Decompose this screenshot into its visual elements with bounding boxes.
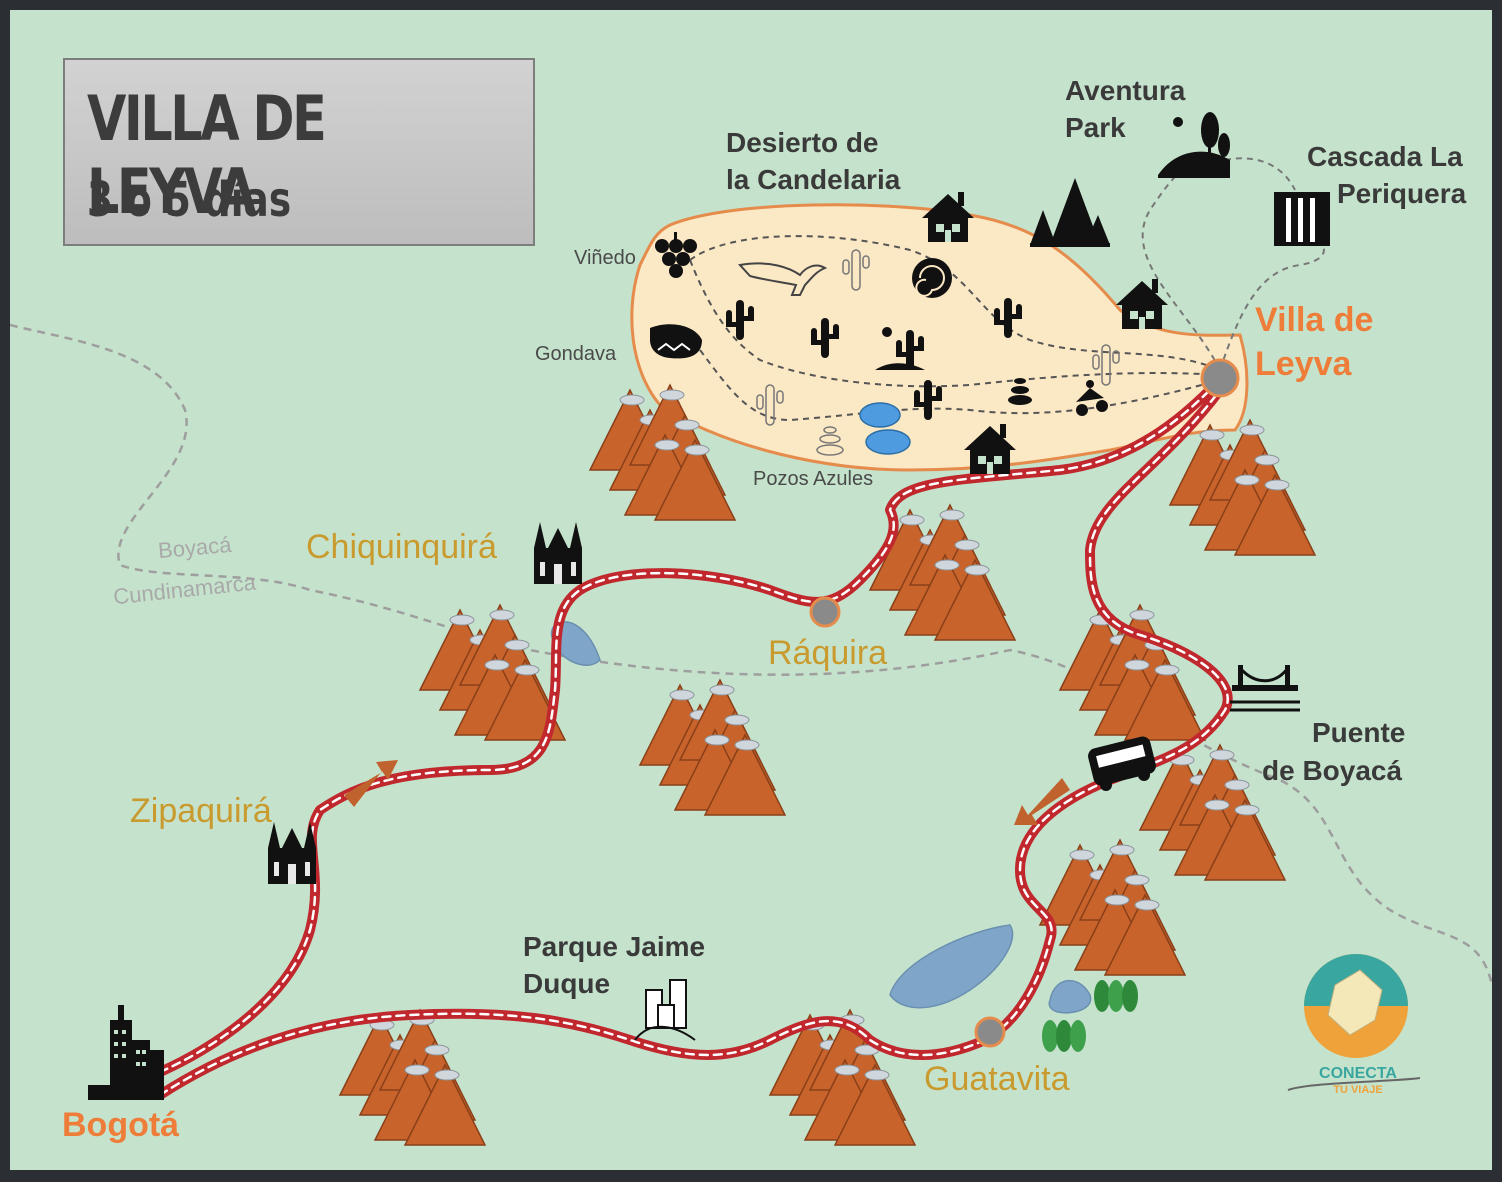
city-label-line: Villa de	[1255, 301, 1374, 339]
city-label-bogota: Bogotá	[62, 1106, 180, 1144]
waterfall-icon	[1274, 192, 1330, 246]
grapes-icon	[655, 232, 697, 278]
poi-label-line: Periquera	[1337, 178, 1467, 210]
map-graphics	[10, 112, 1492, 1170]
conecta-logo	[1287, 954, 1421, 1091]
page-subtitle: 3 o 5 días	[87, 172, 292, 228]
poi-label-parque-jaime-duque: Parque Jaime Duque	[523, 932, 705, 999]
dinosaur-icon	[650, 324, 702, 359]
poi-label-line: Desierto de	[726, 127, 879, 158]
cabin-icon	[922, 192, 974, 242]
stones-icon	[816, 426, 844, 456]
poi-label-line: Aventura	[1065, 75, 1186, 106]
poi-label-line: Puente	[1312, 717, 1406, 748]
poi-label-aventura-park: Aventura Park	[1065, 76, 1185, 143]
city-label-villa-de-leyva: Villa de Leyva	[1255, 301, 1374, 383]
city-skyline-icon	[88, 1005, 164, 1100]
poi-label-line: Parque Jaime	[523, 931, 706, 962]
poi-label-desierto-candelaria: Desierto de la Candelaria	[726, 128, 900, 195]
poi-label-line: la Candelaria	[726, 164, 901, 196]
poi-label-line: Duque	[523, 968, 611, 1000]
cabin-icon	[1116, 279, 1168, 329]
poi-label-line: Cascada La	[1307, 141, 1463, 172]
direction-arrow-icon	[1014, 778, 1070, 825]
atv-icon	[1076, 380, 1108, 416]
page-title: VILLA DE LEYVA	[87, 82, 327, 228]
stones-icon	[1008, 378, 1032, 405]
pine-trees-icon	[1042, 980, 1138, 1052]
poi-label-puente-line2: de Boyacá	[1262, 755, 1403, 786]
logo-tagline: TU VIAJE	[1333, 1084, 1383, 1096]
bus-icon	[1088, 736, 1156, 791]
poi-label-cascada-periquera: Cascada La Periquera	[1307, 142, 1466, 209]
sun-hills-icon	[1158, 112, 1230, 178]
city-label-line: Leyva	[1255, 344, 1352, 383]
direction-arrow-icon	[344, 760, 398, 807]
title-card: VILLA DE LEYVA 3 o 5 días	[63, 58, 535, 246]
route-map: VILLA DE LEYVA 3 o 5 días Boyacá Cundina…	[10, 10, 1492, 1170]
poi-label-puente-de-boyaca: Puente	[1312, 717, 1406, 748]
bridge-icon	[1230, 665, 1300, 712]
poi-label-vinedo: Viñedo	[574, 247, 636, 269]
poi-label-gondava: Gondava	[535, 343, 617, 365]
city-label-guatavita: Guatavita	[924, 1060, 1070, 1098]
city-label-chiquinquira: Chiquinquirá	[306, 528, 497, 566]
city-label-zipaquira: Zipaquirá	[130, 792, 272, 830]
city-label-raquira: Ráquira	[768, 634, 888, 672]
poi-label-line: Park	[1065, 112, 1126, 144]
cathedral-icon	[268, 822, 316, 884]
ammonite-icon	[912, 258, 952, 298]
castle-icon	[634, 979, 696, 1041]
poi-label-pozos-azules: Pozos Azules	[753, 468, 874, 490]
cathedral-icon	[534, 522, 582, 584]
logo-name: CONECTA	[1319, 1065, 1397, 1082]
pine-trees-icon	[1030, 178, 1110, 247]
dinosaur-icon	[738, 262, 828, 296]
